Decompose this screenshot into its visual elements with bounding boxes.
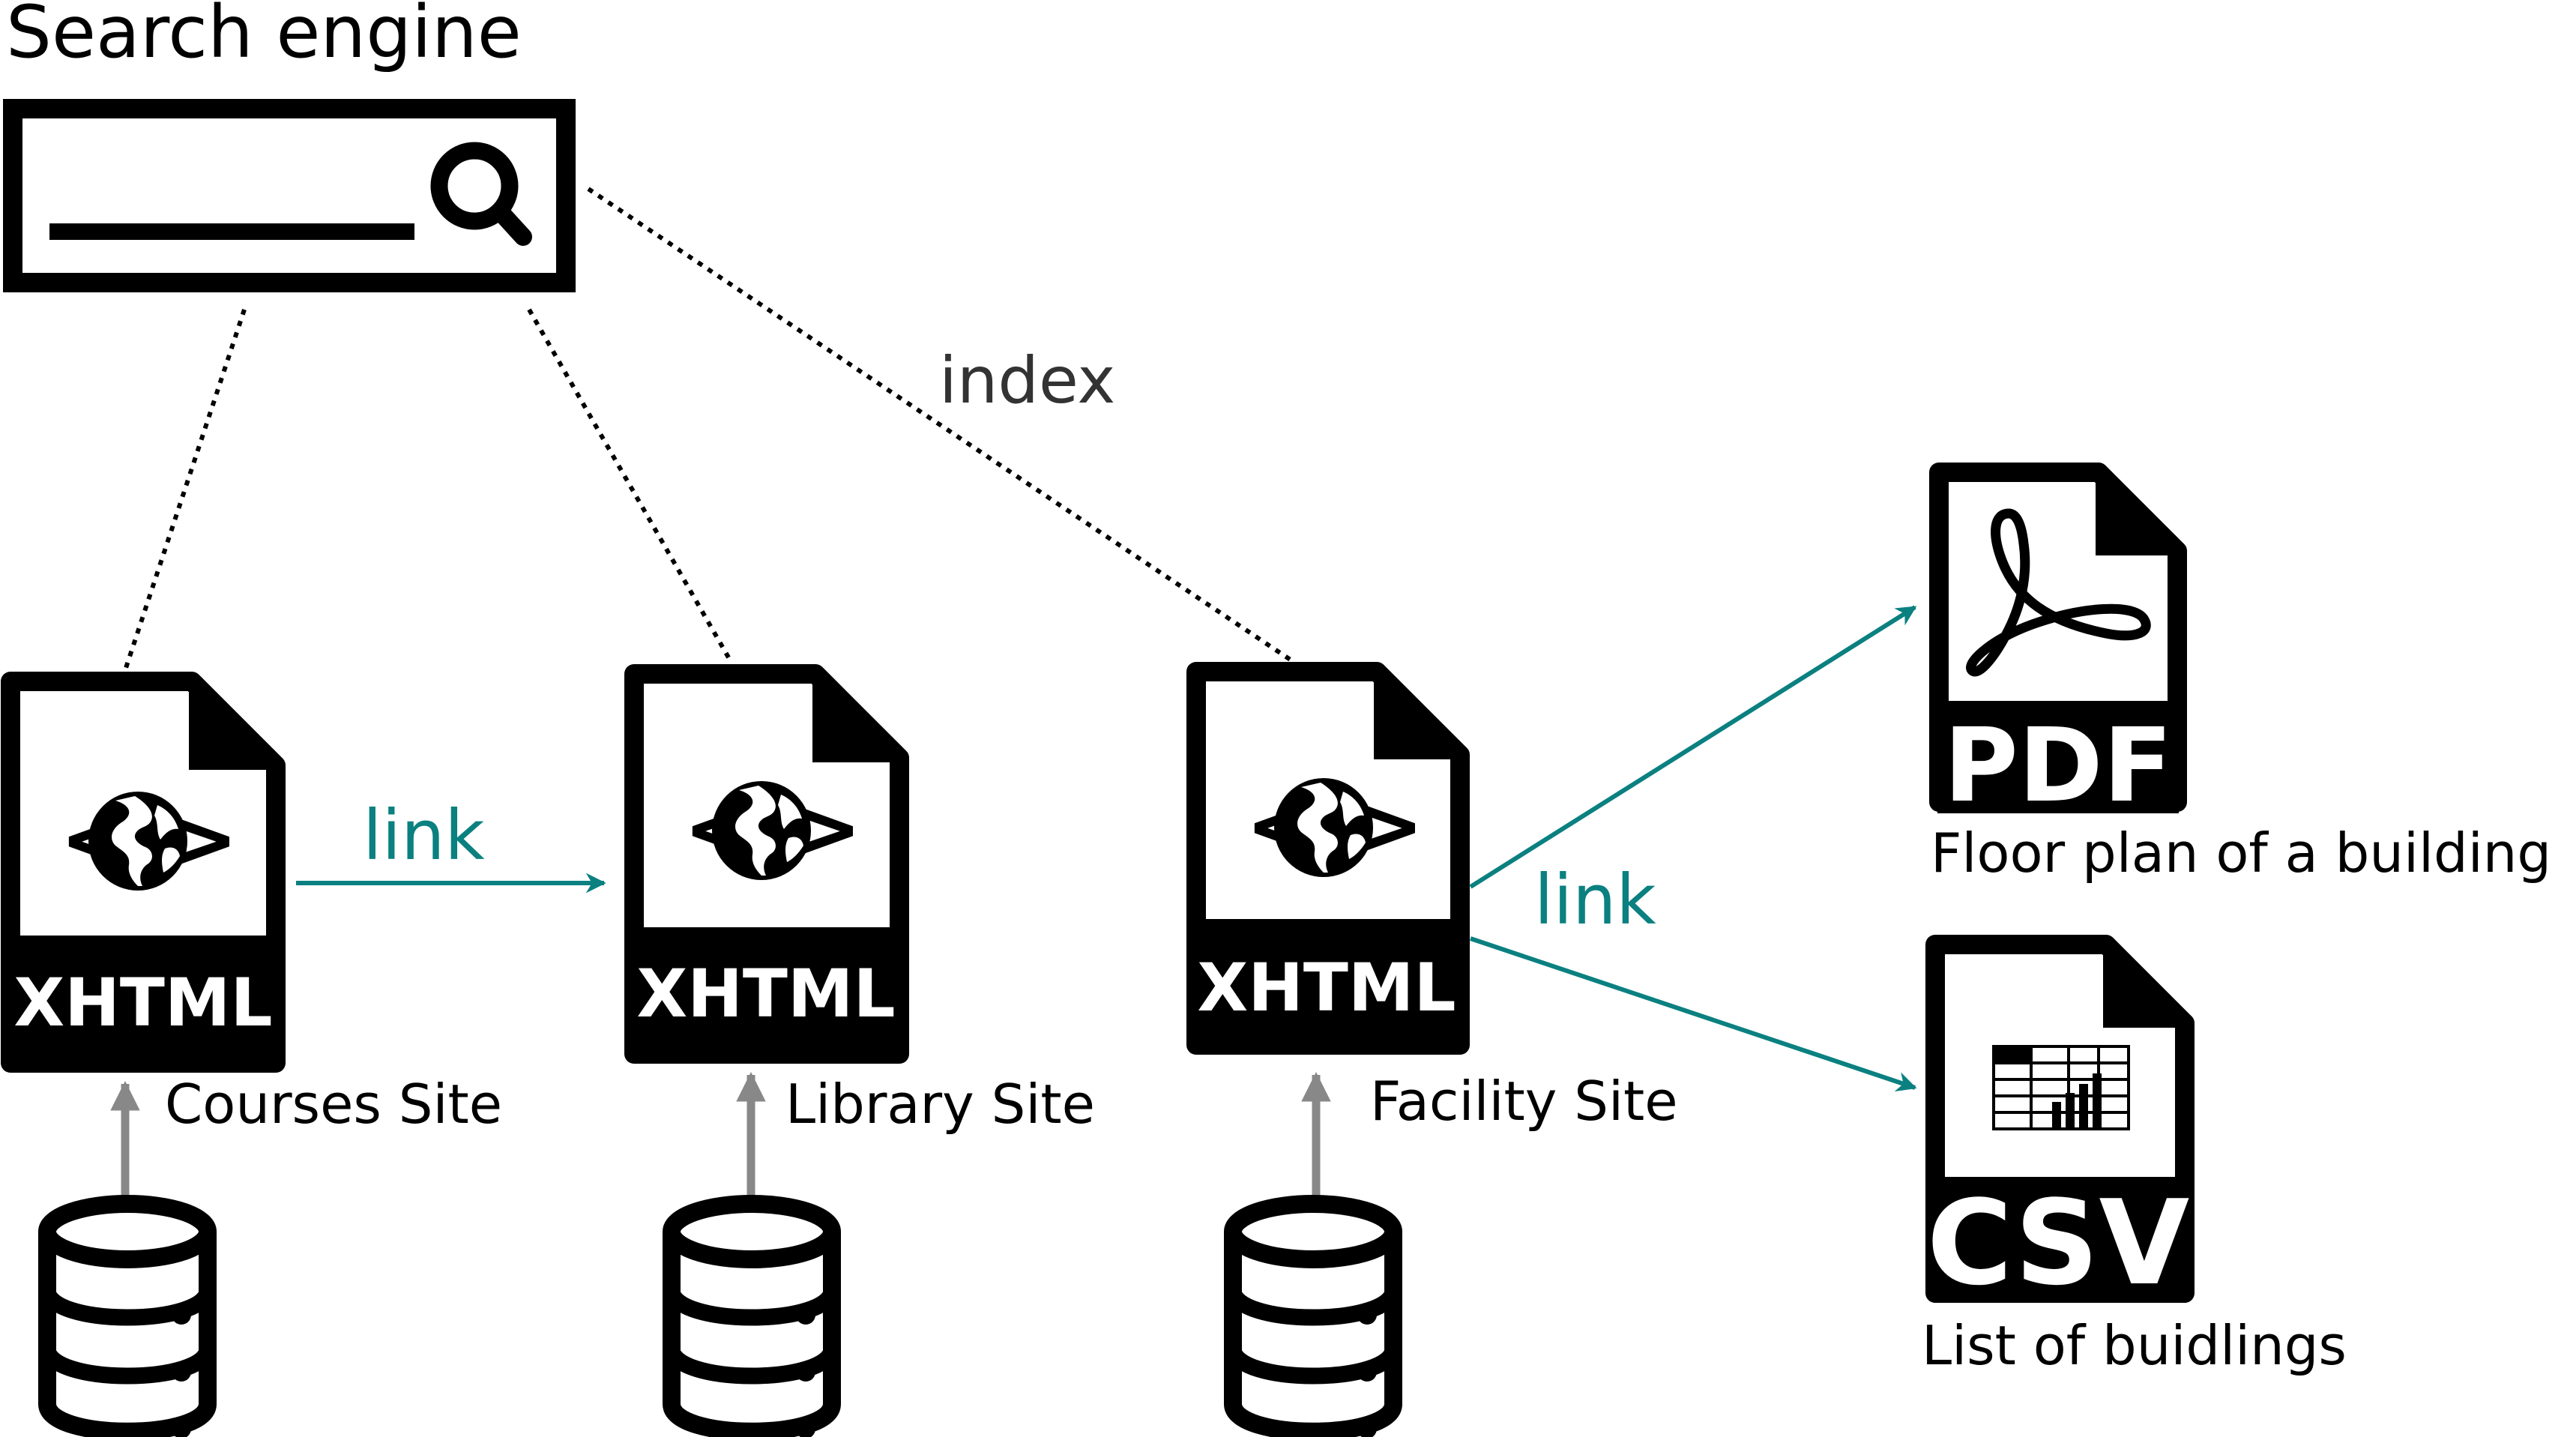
database-icon-library [672, 1204, 832, 1437]
index-line-library [527, 308, 734, 664]
pdf-file: PDF [1929, 463, 2187, 825]
csv-format-badge: CSV [1927, 1175, 2189, 1311]
facility-site-label: Facility Site [1370, 1070, 1677, 1133]
globe-code-icon [1246, 777, 1424, 877]
pdf-file-label: Floor plan of a building [1931, 822, 2551, 885]
facility-xhtml-file: XHTML [1186, 662, 1470, 1055]
database-icon-courses [47, 1204, 208, 1437]
database-icon-facility [1233, 1204, 1393, 1437]
globe-code-icon [60, 791, 238, 891]
library-xhtml-file: XHTML [624, 664, 909, 1064]
link-label-facility-files: link [1534, 860, 1656, 940]
link-arrow-facility-pdf [1469, 605, 1917, 889]
csv-file-label: List of buidlings [1922, 1314, 2347, 1377]
courses-xhtml-file: XHTML [1, 672, 286, 1073]
index-line-facility [587, 187, 1295, 664]
globe-code-icon [684, 780, 862, 880]
library-site-label: Library Site [785, 1073, 1095, 1136]
pdf-acrobat-icon [1966, 508, 2151, 677]
facility-format-badge: XHTML [1197, 949, 1456, 1026]
search-icon [430, 142, 532, 246]
search-box [3, 99, 576, 292]
search-engine-title: Search engine [6, 0, 522, 74]
courses-site-label: Courses Site [165, 1073, 502, 1136]
index-label: index [939, 343, 1115, 418]
link-label-courses-library: link [363, 795, 485, 876]
index-line-courses [123, 309, 247, 671]
library-format-badge: XHTML [636, 955, 895, 1032]
csv-file: CSV [1925, 935, 2195, 1311]
link-arrow-facility-csv [1470, 936, 1917, 1092]
index-lines [123, 187, 1295, 671]
courses-format-badge: XHTML [13, 964, 272, 1041]
pdf-format-badge: PDF [1943, 707, 2172, 825]
table-chart-icon [1992, 1045, 2130, 1130]
